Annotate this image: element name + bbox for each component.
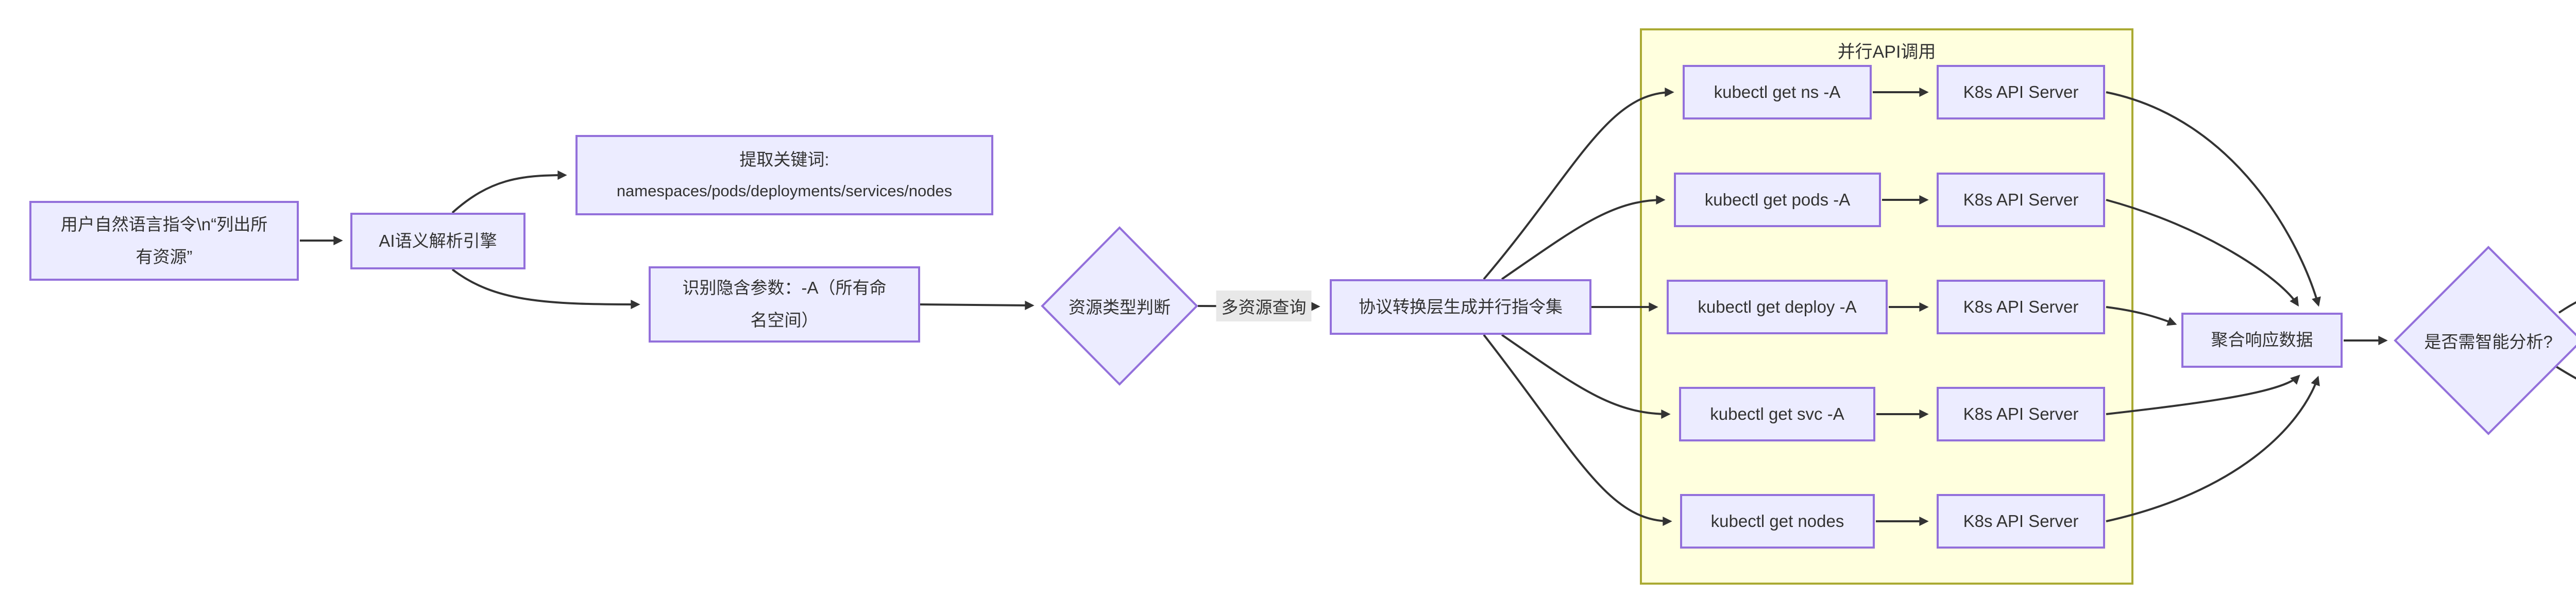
edge-k8s2-to-aggregate bbox=[2106, 199, 2299, 307]
node-k8s-api-server-4-label: K8s API Server bbox=[1963, 404, 2079, 423]
node-k8s-api-server-3-label: K8s API Server bbox=[1963, 297, 2079, 316]
edge-params-to-decision bbox=[920, 300, 1035, 311]
node-k8s-api-server-4: K8s API Server bbox=[1937, 387, 2105, 441]
edge-k8s5-to-aggregate bbox=[2106, 376, 2320, 522]
edge-k8s4-to-aggregate bbox=[2106, 374, 2300, 415]
edge-ai-to-params bbox=[451, 268, 640, 310]
node-extract-keywords: 提取关键词: namespaces/pods/deployments/servi… bbox=[575, 135, 993, 215]
edge-decision-no bbox=[2555, 366, 2576, 380]
node-kubectl-ns-label: kubectl get ns -A bbox=[1714, 82, 1841, 101]
node-kubectl-svc: kubectl get svc -A bbox=[1679, 387, 1875, 441]
decision-resource-type-text: 资源类型判断 bbox=[1069, 298, 1171, 317]
edge-protocol-to-nodes bbox=[1483, 334, 1672, 526]
node-kubectl-deploy: kubectl get deploy -A bbox=[1667, 280, 1888, 334]
node-kubectl-deploy-label: kubectl get deploy -A bbox=[1698, 297, 1857, 316]
edge-protocol-to-ns bbox=[1483, 87, 1674, 280]
node-implicit-params: 识别隐含参数：-A（所有命 名空间） bbox=[649, 266, 920, 343]
node-kubectl-svc-label: kubectl get svc -A bbox=[1710, 404, 1844, 423]
node-protocol-layer: 协议转换层生成并行指令集 bbox=[1330, 279, 1591, 335]
decision-resource-type-label: 资源类型判断 bbox=[1042, 228, 1197, 384]
decision-analysis-label: 是否需智能分析? bbox=[2395, 247, 2576, 434]
node-user-input-line1: 用户自然语言指令\n“列出所 bbox=[60, 214, 268, 234]
node-kubectl-nodes: kubectl get nodes bbox=[1680, 494, 1875, 549]
node-k8s-api-server-3: K8s API Server bbox=[1937, 280, 2105, 334]
edge-k8s1-to-aggregate bbox=[2106, 91, 2321, 307]
node-kubectl-pods: kubectl get pods -A bbox=[1674, 173, 1881, 227]
node-ai-engine: AI语义解析引擎 bbox=[350, 213, 526, 269]
edge-label-multi-query: 多资源查询 bbox=[1216, 291, 1312, 321]
node-k8s-api-server-5: K8s API Server bbox=[1937, 494, 2105, 549]
node-k8s-api-server-5-label: K8s API Server bbox=[1963, 511, 2079, 531]
node-aggregate-label: 聚合响应数据 bbox=[2211, 330, 2313, 350]
node-extract-keywords-line1: 提取关键词: bbox=[739, 150, 829, 169]
edge-k8s3-to-aggregate bbox=[2106, 306, 2177, 326]
node-implicit-params-line2: 名空间） bbox=[750, 311, 819, 330]
edge-decision-yes bbox=[2558, 301, 2576, 314]
decision-resource-type-shape bbox=[1041, 226, 1198, 386]
node-kubectl-ns: kubectl get ns -A bbox=[1683, 65, 1872, 120]
node-aggregate: 聚合响应数据 bbox=[2181, 313, 2343, 368]
node-k8s-api-server-2-label: K8s API Server bbox=[1963, 190, 2079, 209]
node-user-input: 用户自然语言指令\n“列出所 有资源” bbox=[29, 201, 299, 281]
decision-analysis-text: 是否需智能分析? bbox=[2424, 332, 2553, 351]
node-kubectl-nodes-label: kubectl get nodes bbox=[1710, 511, 1844, 531]
subgraph-title: 并行API调用 bbox=[1837, 42, 1936, 62]
edge-protocol-to-svc bbox=[1501, 334, 1671, 419]
edge-ai-to-keywords bbox=[451, 170, 567, 214]
node-implicit-params-line1: 识别隐含参数：-A（所有命 bbox=[682, 278, 887, 298]
node-protocol-layer-label: 协议转换层生成并行指令集 bbox=[1359, 297, 1563, 316]
node-ai-engine-label: AI语义解析引擎 bbox=[379, 231, 497, 250]
node-kubectl-pods-label: kubectl get pods -A bbox=[1704, 190, 1851, 209]
node-user-input-line2: 有资源” bbox=[135, 247, 193, 266]
edge-protocol-to-pods bbox=[1501, 195, 1666, 280]
node-extract-keywords-line2: namespaces/pods/deployments/services/nod… bbox=[616, 181, 953, 200]
node-k8s-api-server-2: K8s API Server bbox=[1937, 173, 2105, 227]
node-k8s-api-server-1-label: K8s API Server bbox=[1963, 82, 2079, 101]
decision-analysis-shape bbox=[2394, 246, 2576, 435]
node-k8s-api-server-1: K8s API Server bbox=[1937, 65, 2105, 120]
